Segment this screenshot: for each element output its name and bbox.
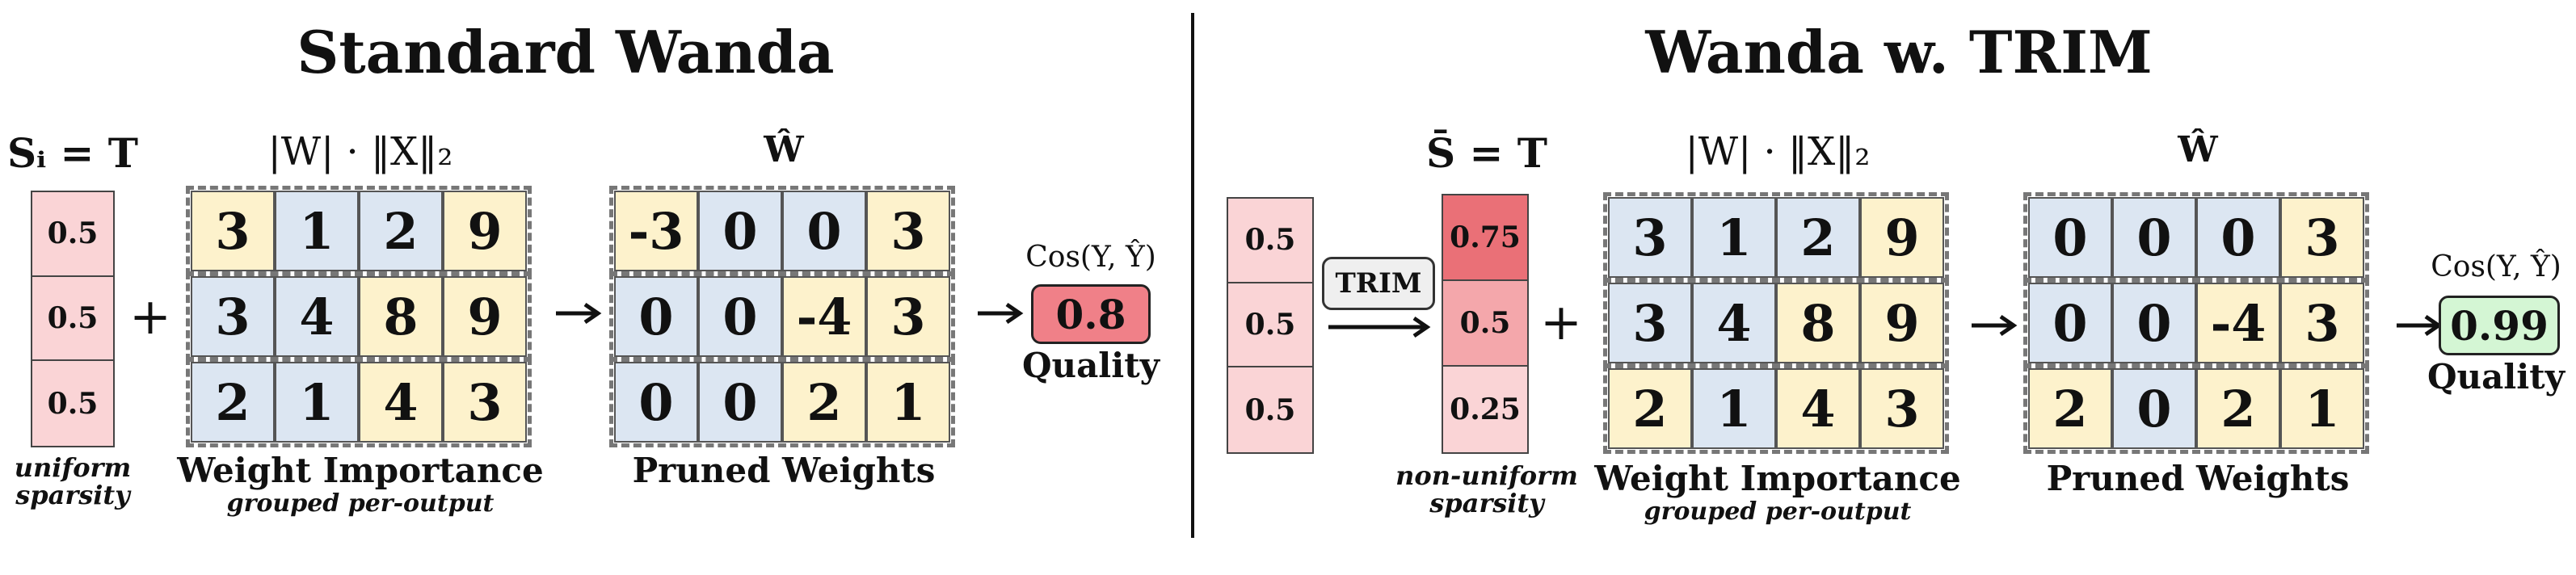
left-plus-operator: +	[129, 287, 171, 346]
matrix-cell: 1	[1692, 197, 1776, 278]
right-panel-title: Wanda w. TRIM	[1645, 18, 2153, 86]
left-importance-label: |W| · ‖X‖₂	[267, 129, 453, 174]
right-sparsity-label: S̄ = T	[1425, 129, 1548, 177]
matrix-cell: 0	[698, 276, 782, 357]
matrix-cell: 0	[2112, 368, 2196, 449]
matrix-cell: 3	[443, 362, 527, 443]
matrix-cell: 9	[1860, 283, 1944, 363]
sparsity-value-cell: 0.5	[1443, 281, 1527, 367]
matrix-cell: 3	[866, 276, 950, 357]
right-quality-caption: Quality	[2427, 357, 2565, 397]
left-panel-title: Standard Wanda	[297, 18, 835, 86]
matrix-cell: 4	[359, 362, 443, 443]
matrix-cell: 3	[191, 276, 275, 357]
matrix-cell: 0	[698, 191, 782, 271]
matrix-cell: 2	[1776, 197, 1860, 278]
matrix-cell: 3	[1608, 283, 1692, 363]
left-cos-label: Cos(Y, Ŷ)	[1025, 241, 1156, 274]
right-importance-subcaption: grouped per-output	[1644, 497, 1912, 526]
left-quality-caption: Quality	[1021, 346, 1160, 385]
sparsity-value-cell: 0.25	[1443, 367, 1527, 452]
matrix-cell: 1	[2280, 368, 2364, 449]
matrix-cell: 0	[2112, 197, 2196, 278]
matrix-cell: 9	[1860, 197, 1944, 278]
sparsity-value-cell: 0.5	[1228, 283, 1312, 368]
matrix-cell: 8	[1776, 283, 1860, 363]
right-pruned-label: Ŵ	[2178, 129, 2218, 170]
matrix-cell: 0	[2028, 283, 2112, 363]
left-importance-subcaption: grouped per-output	[226, 489, 495, 518]
right-arrow-importance-to-pruned	[1972, 314, 2018, 337]
matrix-cell: 2	[1608, 368, 1692, 449]
left-pruned-caption: Pruned Weights	[632, 451, 936, 490]
left-arrow-pruned-to-quality	[978, 302, 1024, 325]
matrix-cell: 3	[2280, 283, 2364, 363]
matrix-cell: 3	[2280, 197, 2364, 278]
matrix-cell: 9	[443, 276, 527, 357]
matrix-cell: 0	[2196, 197, 2280, 278]
right-importance-caption: Weight Importance	[1594, 459, 1961, 498]
matrix-cell: 2	[2028, 368, 2112, 449]
left-quality-score: 0.8	[1031, 284, 1151, 344]
matrix-cell: 4	[275, 276, 359, 357]
trim-arrow	[1328, 316, 1431, 338]
matrix-cell: 1	[866, 362, 950, 443]
matrix-cell: -4	[2196, 283, 2280, 363]
sparsity-value-cell: 0.5	[32, 192, 113, 277]
sparsity-value-cell: 0.5	[1228, 367, 1312, 452]
matrix-cell: 3	[866, 191, 950, 271]
matrix-cell: -3	[614, 191, 698, 271]
sparsity-value-cell: 0.75	[1443, 195, 1527, 281]
panel-divider	[1191, 13, 1194, 538]
right-sparsity-caption: non-uniform sparsity	[1395, 460, 1578, 518]
matrix-cell: 1	[1692, 368, 1776, 449]
matrix-cell: 3	[1608, 197, 1692, 278]
matrix-cell: -4	[782, 276, 866, 357]
matrix-cell: 2	[359, 191, 443, 271]
matrix-cell: 2	[2196, 368, 2280, 449]
matrix-cell: 0	[614, 276, 698, 357]
right-plus-operator: +	[1540, 292, 1582, 351]
matrix-cell: 3	[191, 191, 275, 271]
left-pruned-label: Ŵ	[764, 129, 804, 170]
right-quality-score: 0.99	[2439, 296, 2560, 355]
matrix-cell: 3	[1860, 368, 1944, 449]
left-sparsity-caption: uniform sparsity	[14, 452, 132, 510]
right-importance-label: |W| · ‖X‖₂	[1685, 129, 1871, 174]
matrix-cell: 0	[782, 191, 866, 271]
left-sparsity-label: Sᵢ = T	[7, 129, 138, 177]
matrix-cell: 0	[614, 362, 698, 443]
left-importance-caption: Weight Importance	[177, 451, 544, 490]
sparsity-value-cell: 0.5	[32, 361, 113, 446]
matrix-cell: 9	[443, 191, 527, 271]
right-pruned-caption: Pruned Weights	[2046, 459, 2350, 498]
trim-box: TRIM	[1322, 257, 1435, 310]
matrix-cell: 1	[275, 191, 359, 271]
matrix-cell: 0	[698, 362, 782, 443]
sparsity-value-cell: 0.5	[32, 276, 113, 362]
matrix-cell: 2	[782, 362, 866, 443]
matrix-cell: 1	[275, 362, 359, 443]
matrix-cell: 2	[191, 362, 275, 443]
matrix-cell: 0	[2112, 283, 2196, 363]
matrix-cell: 8	[359, 276, 443, 357]
matrix-cell: 4	[1692, 283, 1776, 363]
left-arrow-importance-to-pruned	[556, 302, 602, 325]
right-cos-label: Cos(Y, Ŷ)	[2431, 250, 2561, 283]
matrix-cell: 0	[2028, 197, 2112, 278]
right-arrow-pruned-to-quality	[2397, 314, 2443, 337]
sparsity-value-cell: 0.5	[1228, 199, 1312, 283]
matrix-cell: 4	[1776, 368, 1860, 449]
